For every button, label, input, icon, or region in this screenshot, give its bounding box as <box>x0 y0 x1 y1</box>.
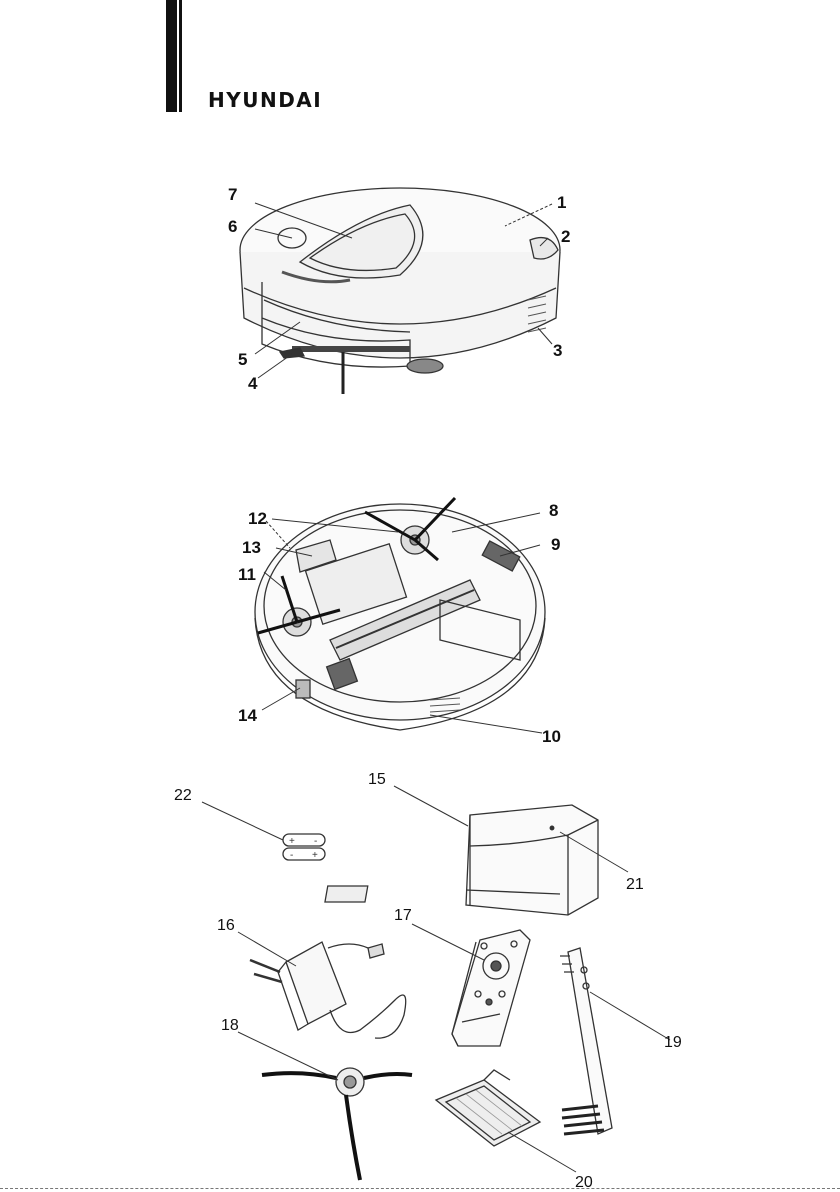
robot-top-view <box>240 188 560 394</box>
callout-22: 22 <box>174 787 192 804</box>
callout-3: 3 <box>553 341 562 360</box>
callout-16: 16 <box>217 917 235 934</box>
power-adapter <box>250 942 406 1038</box>
hepa-filter <box>436 1070 540 1146</box>
callout-18: 18 <box>221 1017 239 1034</box>
page-bottom-rule <box>0 1188 840 1189</box>
callout-10: 10 <box>542 727 561 746</box>
callout-21: 21 <box>626 876 644 893</box>
callout-14: 14 <box>238 706 257 725</box>
remote-control <box>452 930 530 1046</box>
charging-dock <box>325 805 598 915</box>
callout-5: 5 <box>238 350 247 369</box>
callout-15: 15 <box>368 771 386 788</box>
callout-13: 13 <box>242 538 261 557</box>
callout-2: 2 <box>561 227 570 246</box>
cleaning-brush <box>560 948 612 1134</box>
callout-6: 6 <box>228 217 237 236</box>
svg-text:+: + <box>289 836 295 847</box>
robot-bottom-view <box>255 498 545 730</box>
callout-8: 8 <box>549 501 558 520</box>
side-brush <box>262 1068 412 1180</box>
callout-12: 12 <box>248 509 267 528</box>
batteries: + - - + <box>283 834 325 861</box>
callout-7: 7 <box>228 185 237 204</box>
callout-1: 1 <box>557 193 566 212</box>
svg-text:-: - <box>314 836 317 847</box>
callout-17: 17 <box>394 907 412 924</box>
svg-text:-: - <box>290 850 293 861</box>
callout-11: 11 <box>238 565 256 584</box>
callout-4: 4 <box>248 374 258 393</box>
svg-text:+: + <box>312 850 318 861</box>
callout-9: 9 <box>551 535 560 554</box>
callout-19: 19 <box>664 1034 682 1051</box>
